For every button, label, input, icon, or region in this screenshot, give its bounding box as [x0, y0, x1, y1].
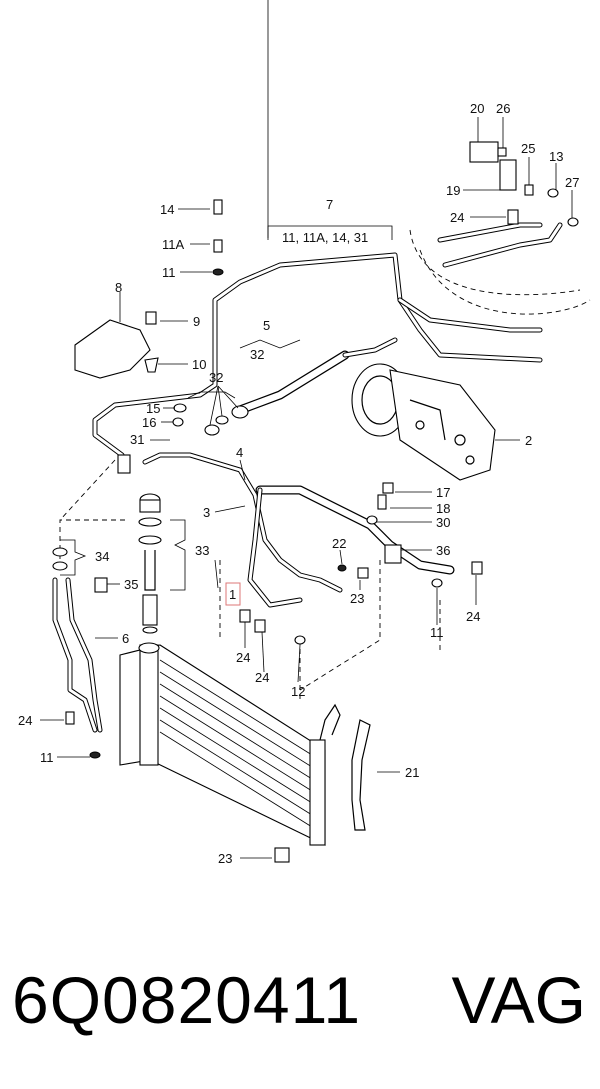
callout-22: 22 — [332, 536, 346, 551]
callout-24-e: 24 — [450, 210, 464, 225]
callout-10: 10 — [192, 357, 206, 372]
callout-11-left: 11 — [40, 750, 54, 765]
callout-24-d: 24 — [18, 713, 32, 728]
callout-27: 27 — [565, 175, 579, 190]
refrigerant-lines — [52, 222, 563, 733]
callout-7: 7 — [326, 197, 333, 212]
callout-labels: 1 2 3 4 5 6 7 8 9 10 11 11A 11 11 12 13 … — [18, 101, 579, 866]
dryer-parts — [138, 493, 162, 634]
callout-26: 26 — [496, 101, 510, 116]
callout-24-a: 24 — [236, 650, 250, 665]
callout-11A: 11A — [162, 237, 184, 252]
callout-11-top: 11 — [162, 265, 176, 280]
callout-12: 12 — [291, 684, 305, 699]
callout-5: 5 — [263, 318, 270, 333]
footer: 6Q0820411 VAG — [0, 950, 600, 1060]
part-number: 6Q0820411 — [12, 963, 362, 1037]
callout-19: 19 — [446, 183, 460, 198]
callout-15: 15 — [146, 401, 160, 416]
callout-4: 4 — [236, 445, 243, 460]
callout-9: 9 — [193, 314, 200, 329]
callout-35: 35 — [124, 577, 138, 592]
callout-8: 8 — [115, 280, 122, 295]
callout-24-c: 24 — [466, 609, 480, 624]
callout-1-highlight — [225, 582, 241, 606]
fittings-and-fasteners — [52, 141, 579, 863]
compressor — [351, 363, 496, 481]
callout-18: 18 — [436, 501, 450, 516]
condenser — [119, 642, 341, 846]
ac-system-exploded-diagram: 1 2 3 4 5 6 7 8 9 10 11 11A 11 11 12 13 … — [18, 0, 591, 866]
callout-16: 16 — [142, 415, 156, 430]
callout-3: 3 — [203, 505, 210, 520]
callout-32-upper: 32 — [209, 370, 223, 385]
callout-2: 2 — [525, 433, 532, 448]
callout-17: 17 — [436, 485, 450, 500]
callout-31: 31 — [130, 432, 144, 447]
callout-25: 25 — [521, 141, 535, 156]
callout-33: 33 — [195, 543, 209, 558]
leader-lines — [40, 0, 573, 859]
callout-6: 6 — [122, 631, 129, 646]
callout-36: 36 — [436, 543, 450, 558]
callout-30: 30 — [436, 515, 450, 530]
callout-23-lower: 23 — [218, 851, 232, 866]
callout-20: 20 — [470, 101, 484, 116]
callout-23-upper: 23 — [350, 591, 364, 606]
brand-label: VAG — [451, 963, 586, 1037]
callout-11-right: 11 — [430, 625, 444, 640]
callout-group-7: 11, 11A, 14, 31 — [282, 230, 368, 245]
callout-13: 13 — [549, 149, 563, 164]
callout-32-lower: 32 — [250, 347, 264, 362]
callout-1: 1 — [229, 587, 236, 602]
callout-14: 14 — [160, 202, 174, 217]
callout-34: 34 — [95, 549, 109, 564]
callout-21: 21 — [405, 765, 419, 780]
callout-24-b: 24 — [255, 670, 269, 685]
